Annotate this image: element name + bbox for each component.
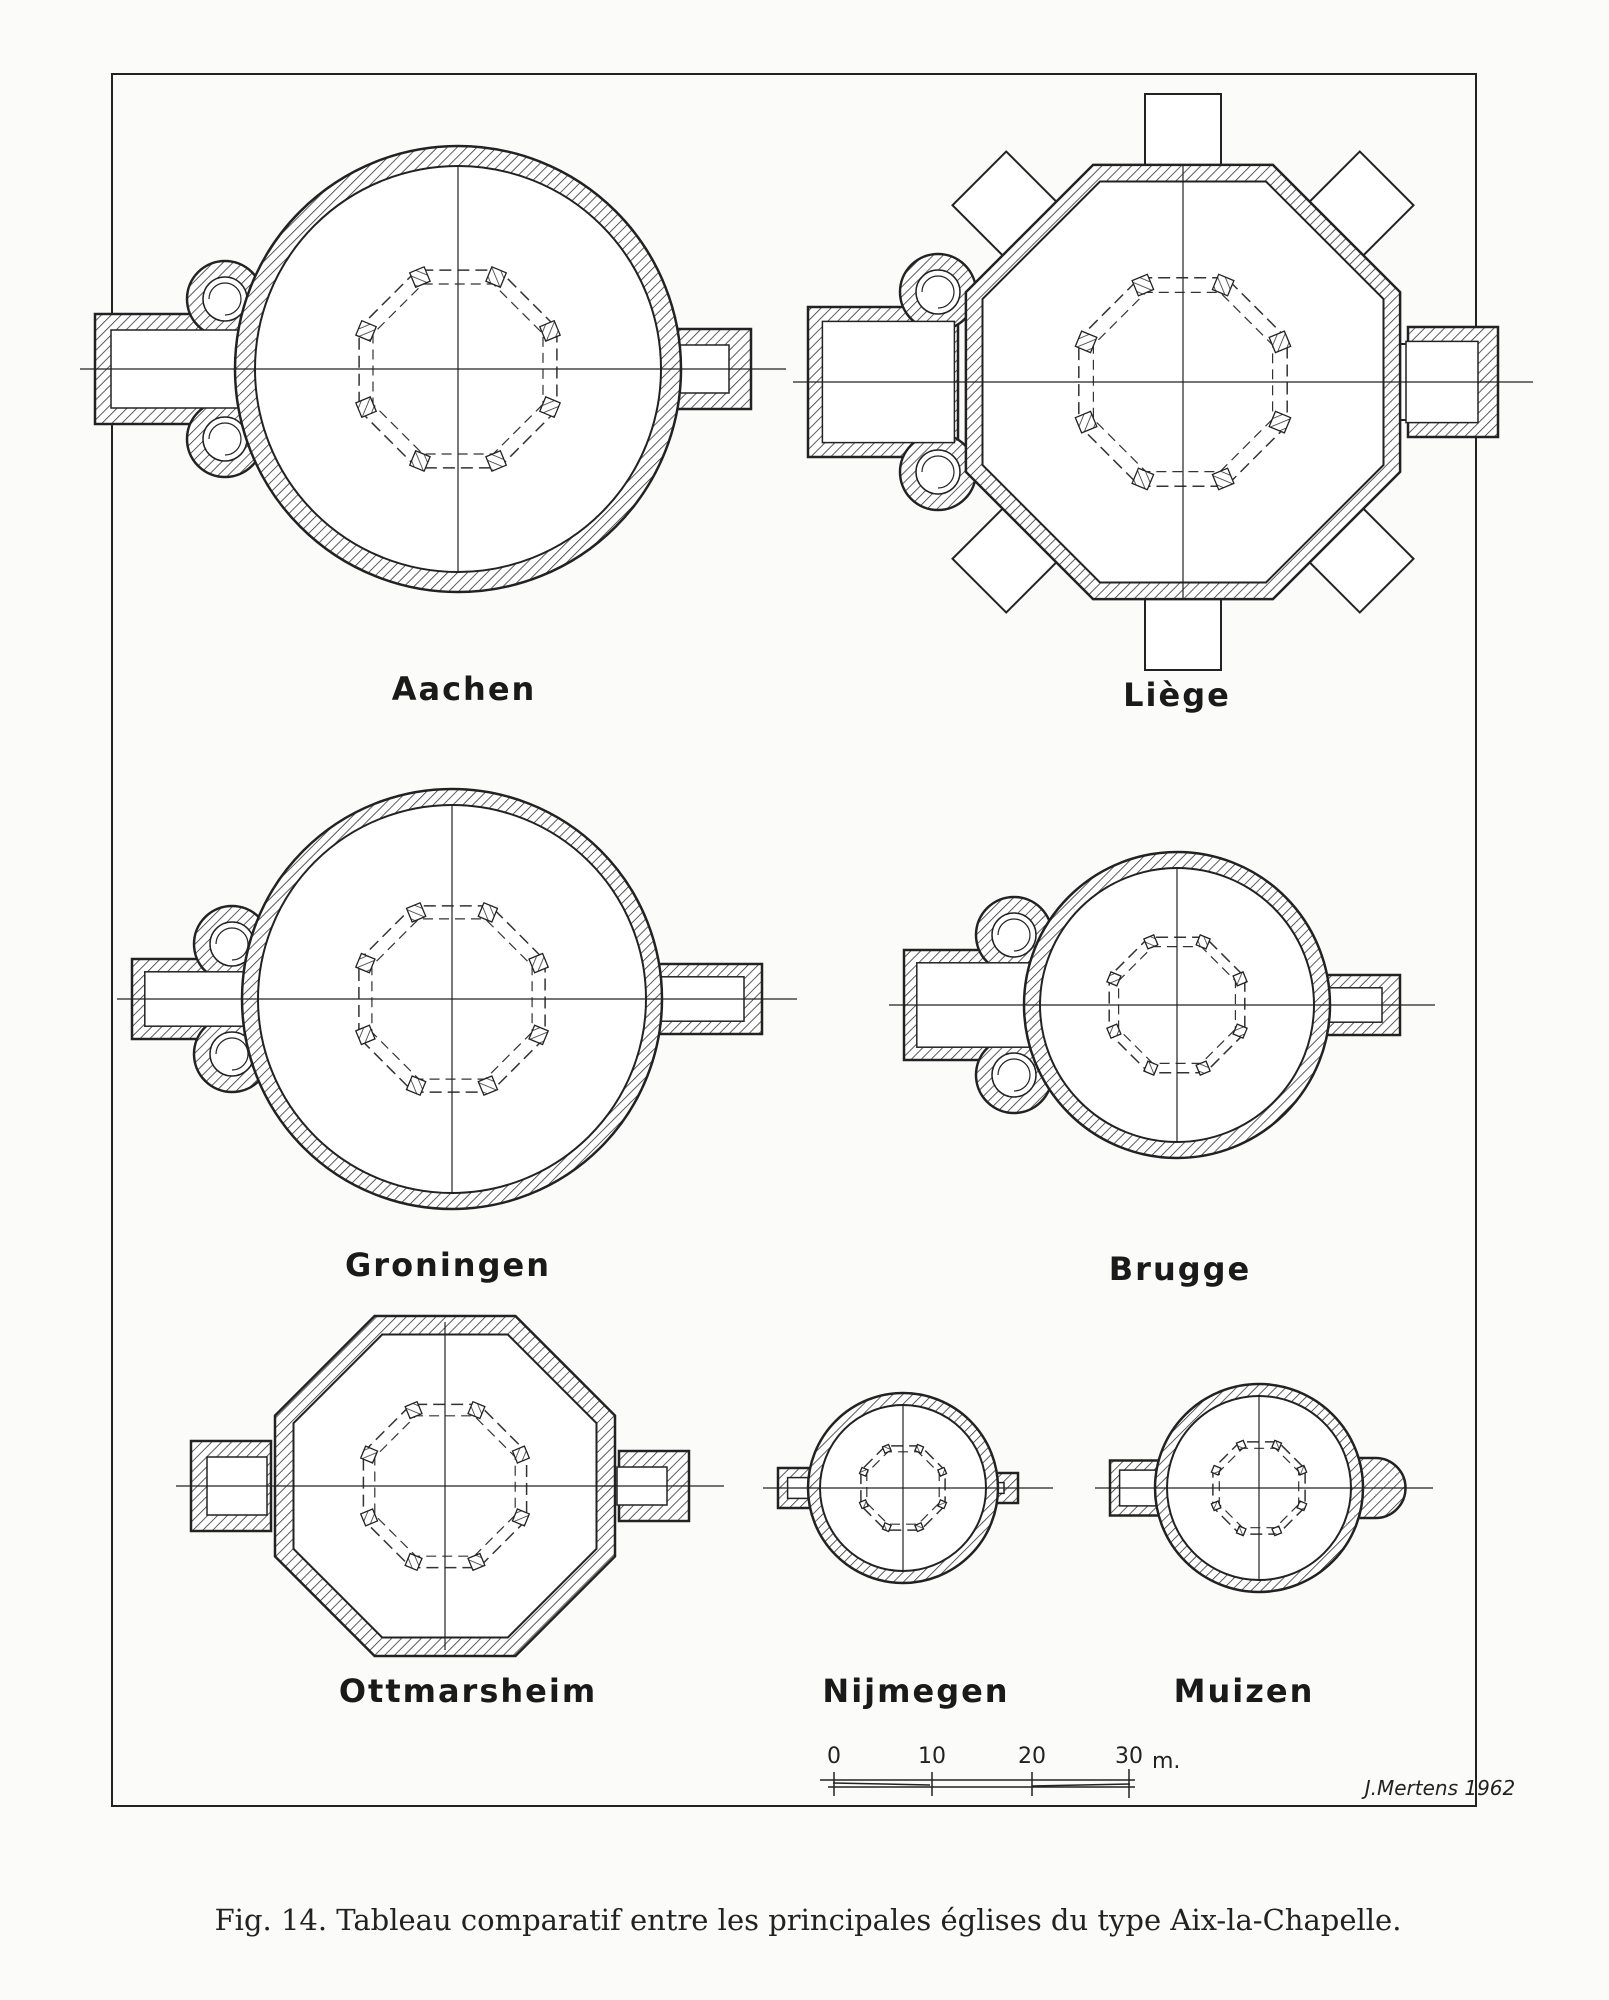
floor-plan-brugge	[889, 850, 1435, 1160]
figure-caption: Fig. 14. Tableau comparatif entre les pr…	[215, 1903, 1402, 1937]
plan-label-ottmarsheim: Ottmarsheim	[339, 1672, 597, 1710]
floor-plan-ottmarsheim	[176, 1314, 724, 1658]
floor-plan-muizen	[1095, 1382, 1433, 1594]
floor-plan-liege	[793, 93, 1533, 671]
floor-plan-groningen	[117, 787, 797, 1211]
scale-tick-20: 20	[1018, 1744, 1046, 1769]
scale-tick-10: 10	[918, 1744, 946, 1769]
plan-label-aachen: Aachen	[392, 670, 537, 708]
scale-tick-30: 30	[1115, 1744, 1143, 1769]
scale-unit: m.	[1152, 1749, 1180, 1774]
signature: J.Mertens 1962	[1361, 1776, 1516, 1800]
scale-tick-0: 0	[827, 1744, 841, 1769]
floor-plan-aachen	[80, 144, 786, 594]
plan-label-liege: Liège	[1123, 676, 1231, 714]
plan-label-groningen: Groningen	[345, 1246, 551, 1284]
plan-label-brugge: Brugge	[1109, 1250, 1251, 1288]
floor-plan-nijmegen	[763, 1391, 1053, 1585]
figure-frame	[111, 73, 1477, 1807]
plan-label-muizen: Muizen	[1174, 1672, 1315, 1710]
plan-label-nijmegen: Nijmegen	[822, 1672, 1009, 1710]
scale-bar: 0 10 20 30 m.	[820, 1744, 1180, 1798]
